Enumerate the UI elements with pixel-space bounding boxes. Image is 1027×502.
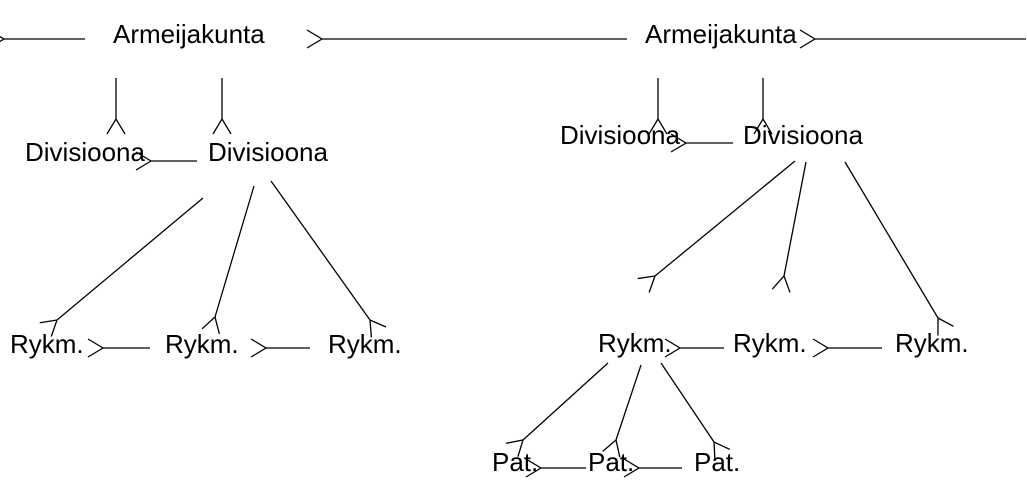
node-regiment-left-2: Rykm. <box>165 329 239 359</box>
node-regiment-left-1: Rykm. <box>10 329 84 359</box>
node-division-left-1: Divisioona <box>25 137 145 167</box>
node-regiment-right-3: Rykm. <box>895 328 969 358</box>
arrow-division-right-to-regiment-1 <box>655 160 796 276</box>
node-regiment-right-2: Rykm. <box>733 328 807 358</box>
node-regiment-right-1: Rykm. <box>598 328 672 358</box>
node-corps-right: Armeijakunta <box>645 19 797 49</box>
node-regiment-left-3: Rykm. <box>328 329 402 359</box>
arrow-regiment-right-to-battalion-2 <box>616 364 642 440</box>
node-division-left-2: Divisioona <box>208 137 328 167</box>
arrow-division-left-to-regiment-1 <box>57 197 204 320</box>
node-battalion-2: Pat. <box>588 447 635 477</box>
arrow-regiment-right-to-battalion-1 <box>523 362 609 440</box>
node-battalion-3: Pat. <box>694 447 741 477</box>
node-battalion-1: Pat. <box>492 447 539 477</box>
arrow-division-left-to-regiment-2 <box>215 185 255 317</box>
arrow-division-left-to-regiment-3 <box>270 180 370 320</box>
arrow-division-right-to-regiment-2 <box>784 161 807 276</box>
node-division-right-1: Divisioona <box>560 120 680 150</box>
node-corps-left: Armeijakunta <box>113 19 265 49</box>
arrow-division-right-to-regiment-3 <box>844 161 938 318</box>
node-division-right-2: Divisioona <box>743 120 863 150</box>
arrow-regiment-right-to-battalion-3 <box>660 362 714 442</box>
